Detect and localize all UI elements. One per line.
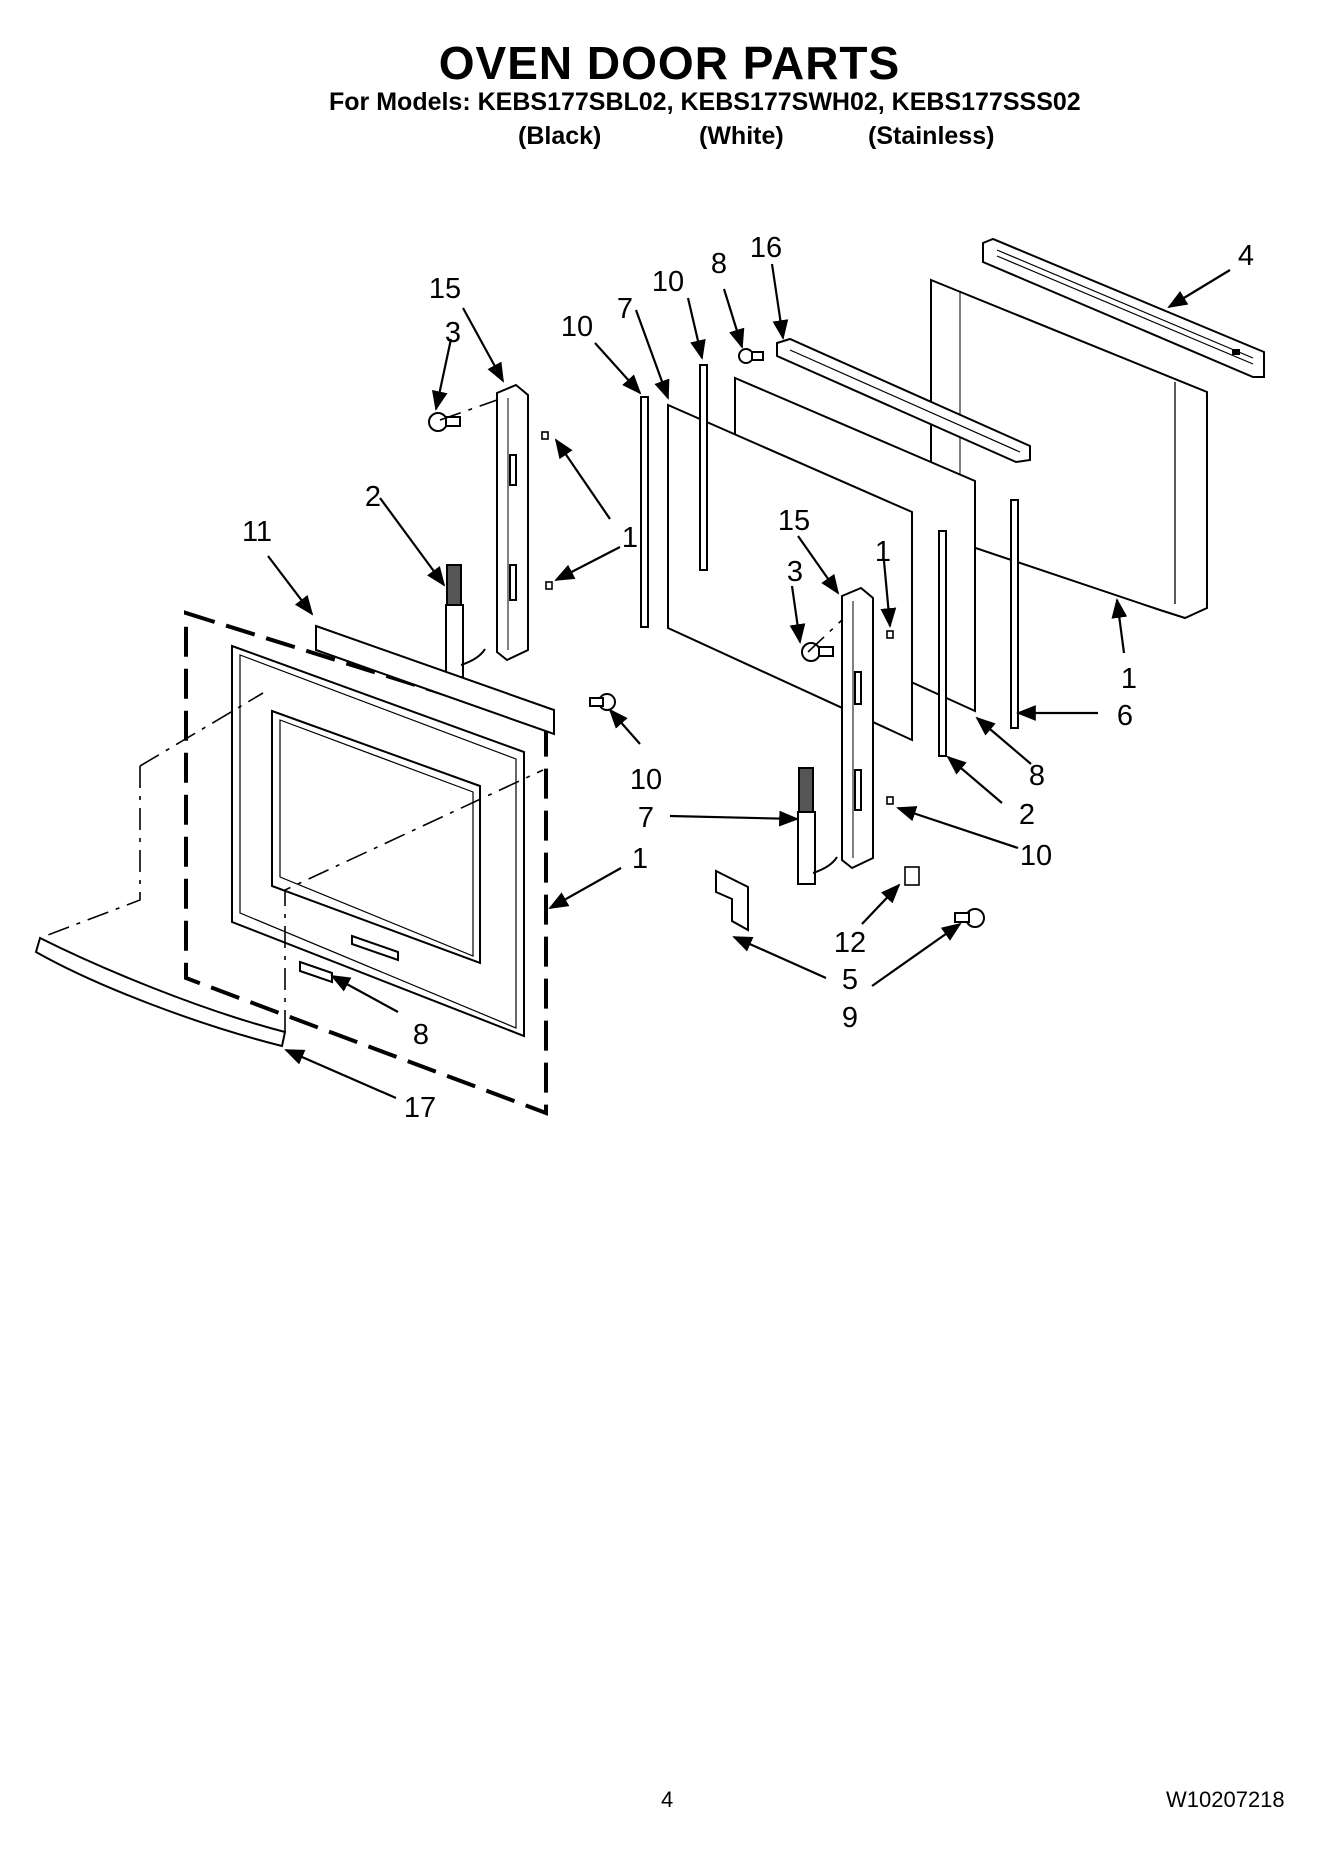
callout-5: 12 <box>834 927 866 959</box>
callout-9: 5 <box>842 964 858 996</box>
callout-8-bottom: 9 <box>842 1002 858 1034</box>
door-top-strip <box>315 624 555 736</box>
alignment-lines <box>39 399 843 1032</box>
color-white: (White) <box>699 122 784 150</box>
callout-10-c: 6 <box>1117 700 1133 732</box>
callout-13: 17 <box>404 1092 436 1124</box>
callout-1-c: 10 <box>1020 840 1052 872</box>
callout-leaders <box>267 263 1231 1100</box>
page-number: 4 <box>661 1787 674 1812</box>
callout-3-right: 3 <box>787 556 803 588</box>
callout-2-right: 7 <box>638 802 654 834</box>
callout-10-a: 10 <box>561 311 593 343</box>
callout-12: 1 <box>632 843 648 875</box>
callout-15-right: 15 <box>778 505 810 537</box>
callout-10-b: 10 <box>652 266 684 298</box>
callout-2-left: 2 <box>365 481 381 513</box>
left-door-hinge <box>445 564 486 678</box>
callout-15-left: 15 <box>429 273 461 305</box>
bracket-9 <box>715 869 749 932</box>
door-seal-strips <box>640 364 1019 757</box>
callout-labels: 15 3 10 7 10 8 16 4 2 1 1 11 15 3 1 6 10… <box>242 232 1254 1124</box>
callout-8-top: 8 <box>711 248 727 280</box>
callout-1-b: 1 <box>875 536 891 568</box>
callout-17: 8 <box>413 1019 429 1051</box>
callout-8-mid: 10 <box>630 764 662 796</box>
top-door-trim <box>982 237 1265 378</box>
callout-1-a: 1 <box>622 522 638 554</box>
right-door-hinge <box>797 767 838 885</box>
glass-support-channel <box>776 337 1031 464</box>
callout-10-d: 2 <box>1019 799 1035 831</box>
color-stainless: (Stainless) <box>868 122 995 150</box>
callout-6: 1 <box>1121 663 1137 695</box>
callout-7-a: 7 <box>617 293 633 325</box>
callout-3-left: 3 <box>445 317 461 349</box>
clips <box>541 431 920 886</box>
callout-16: 16 <box>750 232 782 264</box>
right-hinge-bracket <box>841 586 874 870</box>
page-title: OVEN DOOR PARTS <box>438 37 901 89</box>
callout-11: 11 <box>242 516 272 548</box>
callout-7-b: 8 <box>1029 760 1045 792</box>
callout-4: 4 <box>1238 240 1254 272</box>
color-black: (Black) <box>518 122 602 150</box>
outer-door-panel <box>184 610 548 1116</box>
door-handle <box>34 936 287 1048</box>
document-number: W10207218 <box>1166 1787 1285 1812</box>
left-hinge-bracket <box>496 383 529 662</box>
models-line: For Models: KEBS177SBL02, KEBS177SWH02, … <box>329 88 1081 116</box>
hinge-screws <box>428 348 985 928</box>
